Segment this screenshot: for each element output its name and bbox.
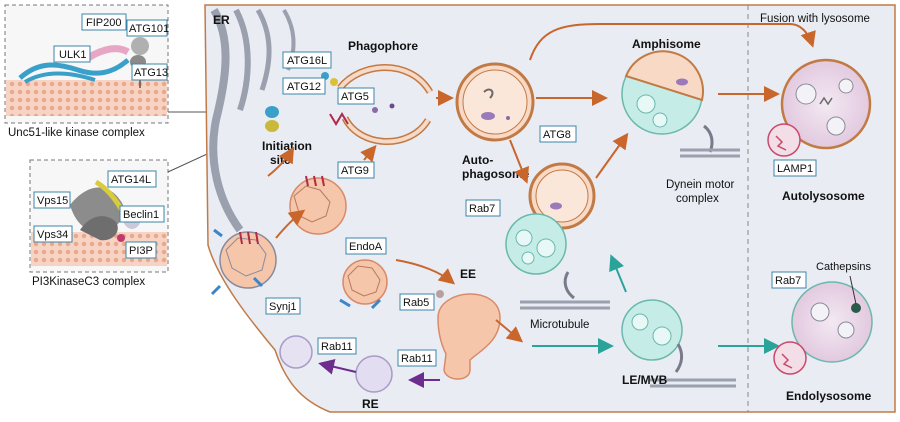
dynein-motor: Dynein motor complex	[666, 124, 740, 205]
atg101-shape	[131, 37, 149, 55]
svg-text:Microtubule: Microtubule	[530, 319, 589, 331]
cathepsins-label: Cathepsins	[816, 261, 872, 273]
svg-text:ATG101: ATG101	[129, 23, 169, 35]
ulk1-tag: ULK1	[53, 45, 91, 63]
svg-text:complex: complex	[676, 193, 719, 205]
endolysosome: Endolysosome	[773, 275, 873, 403]
er-membrane	[209, 7, 244, 233]
rab11-tag-right: Rab11	[397, 349, 437, 367]
svg-text:Phagophore: Phagophore	[348, 39, 418, 53]
svg-text:ATG8: ATG8	[543, 129, 571, 141]
synj1-tag: Synj1	[265, 297, 301, 315]
svg-text:Vps34: Vps34	[37, 229, 68, 241]
svg-text:Rab5: Rab5	[403, 297, 429, 309]
svg-text:Endolysosome: Endolysosome	[786, 389, 872, 403]
svg-text:Auto-: Auto-	[462, 153, 493, 167]
rab5-tag: Rab5	[399, 293, 435, 311]
endoa-tag: EndoA	[345, 237, 387, 255]
svg-text:phagosome: phagosome	[462, 167, 530, 181]
atg101-tag: ATG101	[126, 19, 169, 37]
vps34-tag: Vps34	[33, 225, 73, 243]
fusing-autophagosome	[528, 162, 596, 230]
ulk-complex-caption: Unc51-like kinase complex	[8, 127, 145, 139]
svg-text:Beclin1: Beclin1	[123, 209, 159, 221]
svg-text:ATG5: ATG5	[341, 91, 369, 103]
atg12-tag: ATG12	[282, 77, 326, 95]
recycling-endosome: RE	[355, 355, 393, 411]
svg-text:Initiation: Initiation	[262, 139, 312, 153]
pi3p-tag: PI3P	[125, 241, 157, 259]
rab7-tag-cell: Rab7	[465, 199, 501, 217]
ulk1-shape	[18, 58, 130, 80]
pi3k-complex-panel: ATG14L Vps15 Beclin1 Vps34 PI3P PI3Kinas…	[29, 159, 169, 288]
clathrin-vesicle	[210, 228, 277, 296]
svg-text:Synj1: Synj1	[269, 301, 297, 313]
atg8-tag: ATG8	[539, 125, 577, 143]
lamp1-tag: LAMP1	[773, 159, 817, 177]
atg13-tag: ATG13	[131, 63, 168, 81]
lc3-lipidation-mark	[329, 112, 349, 126]
svg-text:LAMP1: LAMP1	[777, 163, 813, 175]
fip200-shape	[86, 45, 130, 62]
svg-text:EndoA: EndoA	[349, 241, 383, 253]
atg9-tag: ATG9	[337, 161, 375, 179]
svg-text:ATG13: ATG13	[134, 67, 168, 79]
autophagosome: Auto- phagosome	[455, 62, 535, 181]
beclin1-tag: Beclin1	[119, 205, 165, 223]
membrane-patch	[6, 80, 167, 116]
phagophore: Phagophore	[321, 39, 434, 145]
late-endosome-middle	[505, 213, 567, 275]
vps15-tag: Vps15	[33, 191, 71, 209]
atg16l-tag: ATG16L	[282, 51, 332, 69]
svg-text:Rab7: Rab7	[469, 203, 495, 215]
svg-text:ATG9: ATG9	[341, 165, 369, 177]
svg-text:ATG16L: ATG16L	[287, 55, 327, 67]
microtubule: Microtubule	[520, 271, 610, 331]
svg-text:Rab7: Rab7	[775, 275, 801, 287]
svg-text:Rab11: Rab11	[321, 341, 353, 353]
pathway-arrows	[267, 23, 816, 388]
amphisome: Amphisome	[621, 37, 704, 135]
ulk-complex-panel: ULK1 FIP200 ATG101 ATG13 Unc51-like kina…	[4, 4, 169, 139]
endoa-vesicle	[339, 259, 388, 310]
svg-text:PI3P: PI3P	[129, 245, 153, 257]
svg-text:FIP200: FIP200	[86, 17, 121, 29]
atg14l-tag: ATG14L	[107, 170, 157, 188]
er-label: ER	[213, 13, 230, 27]
atg5-tag: ATG5	[337, 87, 375, 105]
svg-text:RE: RE	[362, 397, 379, 411]
pi3k-complex-caption: PI3KinaseC3 complex	[32, 276, 145, 288]
plasma-membrane-vesicle	[279, 335, 313, 369]
fusion-header: Fusion with lysosome	[760, 13, 870, 25]
svg-text:Dynein motor: Dynein motor	[666, 179, 735, 191]
lysosome-fusion-panel: Fusion with lysosome Autolysosome LAMP1 …	[760, 13, 873, 403]
svg-text:Amphisome: Amphisome	[632, 37, 701, 51]
svg-text:ATG12: ATG12	[287, 81, 321, 93]
early-endosome: EE	[436, 267, 501, 380]
vps34-shape	[80, 216, 118, 241]
fip200-tag: FIP200	[81, 13, 127, 31]
le-mvb: LE/MVB	[621, 299, 736, 388]
rab7-tag-right: Rab7	[771, 271, 807, 289]
svg-text:Rab11: Rab11	[401, 353, 433, 365]
pi3p-dot	[117, 234, 125, 242]
svg-text:Vps15: Vps15	[37, 195, 68, 207]
svg-text:ULK1: ULK1	[59, 49, 87, 61]
svg-text:ATG14L: ATG14L	[111, 174, 151, 186]
autolysosome: Autolysosome	[767, 58, 872, 203]
rab11-tag-left: Rab11	[317, 337, 357, 355]
svg-text:EE: EE	[460, 267, 476, 281]
svg-text:Autolysosome: Autolysosome	[782, 189, 865, 203]
svg-text:LE/MVB: LE/MVB	[622, 373, 668, 387]
